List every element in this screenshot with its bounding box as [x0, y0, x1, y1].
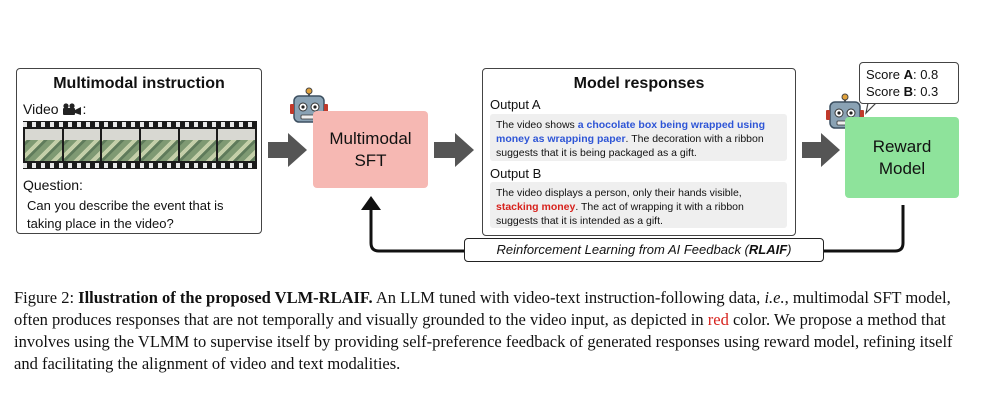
figure-caption: Figure 2: Illustration of the proposed V…	[14, 287, 980, 375]
responses-title: Model responses	[573, 75, 705, 92]
rlaif-close: )	[787, 242, 792, 257]
output-a-highlight: a chocolate box being wrapped using mone…	[496, 119, 765, 145]
video-filmstrip	[23, 121, 257, 169]
caption-text-2: , multimodal SFT model, often produces r…	[14, 288, 951, 329]
video-frame	[25, 129, 62, 161]
video-frame	[141, 129, 178, 161]
caption-text-1: An LLM tuned with video-text instruction…	[372, 288, 765, 307]
question-label: Question:	[23, 177, 83, 193]
video-frame	[63, 129, 101, 161]
output-b-highlight: stacking money	[496, 201, 576, 213]
arrow-responses-to-reward	[802, 133, 840, 167]
video-frame	[179, 129, 217, 161]
score-b-line: Score B: 0.3	[866, 84, 939, 99]
output-a-label: Output A	[490, 97, 541, 112]
reward-label-line1: Reward	[872, 136, 932, 156]
output-a-post: . The decoration with a ribbon suggests …	[496, 133, 764, 159]
arrow-instruction-to-sft	[268, 133, 307, 167]
caption-title: Illustration of the proposed VLM-RLAIF.	[78, 288, 373, 307]
caption-fig-number: Figure 2:	[14, 288, 79, 307]
reward-label-line2: Model	[878, 158, 926, 178]
output-a-text: The video shows a chocolate box being wr…	[490, 114, 787, 161]
output-b-label: Output B	[490, 166, 542, 181]
video-frame	[102, 129, 140, 161]
feedback-arrowhead	[361, 196, 381, 210]
caption-text-3: color. We propose a method that involves…	[14, 310, 953, 373]
reward-model-box: Reward Model	[845, 117, 959, 198]
question-text: Can you describe the event that is takin…	[27, 198, 224, 231]
multimodal-sft-box: Multimodal SFT	[313, 111, 428, 188]
output-a-pre: The video shows	[496, 119, 578, 131]
rlaif-abbr: RLAIF	[748, 242, 788, 257]
output-b-post: . The act of wrapping it with a ribbon s…	[496, 201, 744, 227]
rlaif-text: Reinforcement Learning from AI Feedback …	[496, 242, 749, 257]
video-label: Video :	[23, 101, 86, 117]
score-bubble: Score A: 0.8 Score B: 0.3	[859, 62, 959, 104]
output-b-text: The video displays a person, only their …	[490, 182, 787, 228]
rlaif-label: Reinforcement Learning from AI Feedback …	[464, 238, 824, 262]
caption-ie: i.e.	[764, 288, 785, 307]
instruction-title: Multimodal instruction	[53, 75, 225, 92]
arrow-sft-to-responses	[434, 133, 474, 167]
model-responses-box: Model responses Output A The video shows…	[482, 68, 796, 236]
output-b-pre: The video displays a person, only their …	[496, 187, 742, 199]
video-label-text: Video	[23, 101, 59, 117]
video-camera-icon	[63, 103, 82, 115]
video-frame	[218, 129, 256, 161]
score-bubble-tail	[865, 102, 878, 115]
score-a-line: Score A: 0.8	[866, 67, 939, 82]
sft-label-line2: SFT	[354, 150, 387, 170]
video-label-colon: :	[82, 101, 87, 117]
caption-red-word: red	[707, 310, 729, 329]
multimodal-instruction-box: Multimodal instruction Video : Question:…	[16, 68, 262, 234]
sft-label-line1: Multimodal	[329, 128, 412, 148]
robot-icon	[290, 87, 328, 123]
